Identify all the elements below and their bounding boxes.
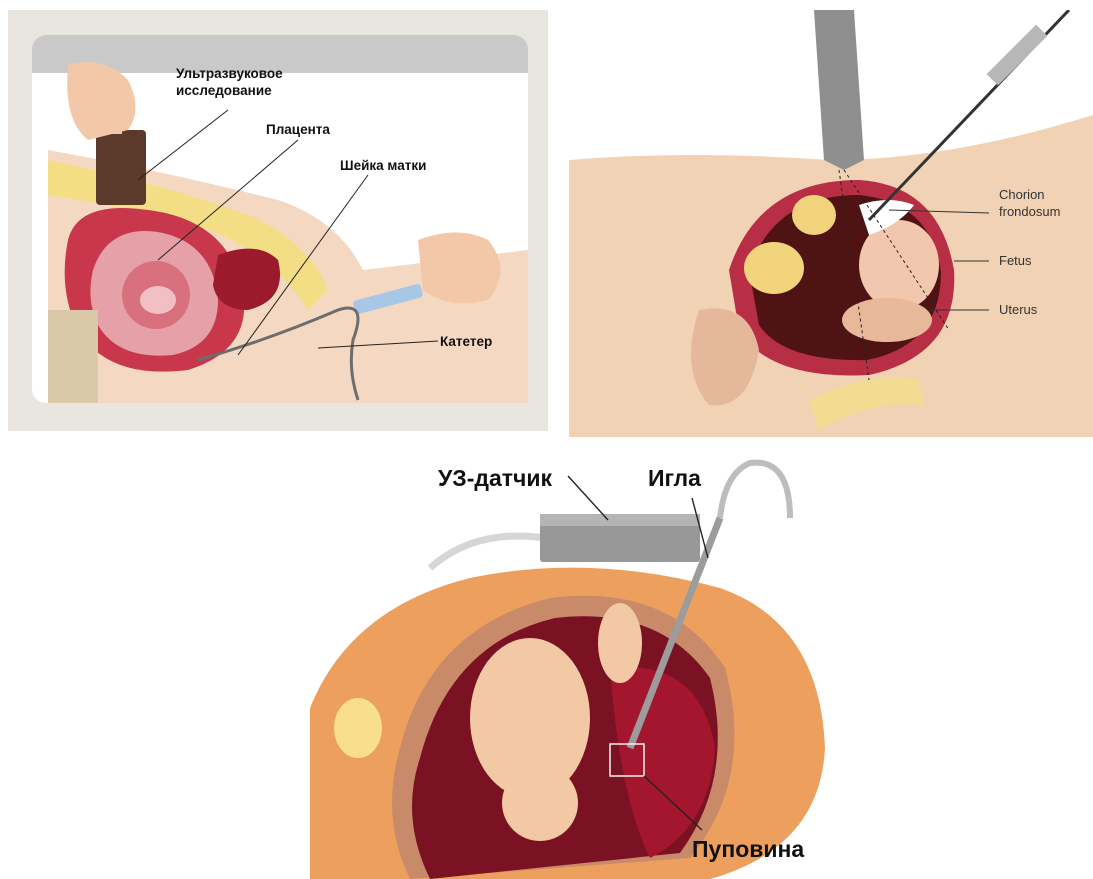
label-chorion-line1: Chorion	[999, 187, 1045, 202]
placenta-yellow	[792, 195, 836, 235]
needle-tube	[720, 463, 790, 518]
transabdominal-diagram-panel: Chorion frondosum Fetus Uterus	[569, 10, 1093, 437]
label-cervix: Шейка матки	[340, 158, 426, 174]
embryo	[140, 286, 176, 314]
label-probe: УЗ-датчик	[438, 465, 552, 491]
fetus-head	[502, 765, 578, 841]
cordocentesis-diagram-panel: УЗ-датчик Игла Пуповина	[290, 448, 850, 879]
label-chorion-line2: frondosum	[999, 204, 1060, 219]
fetus-leg	[598, 603, 642, 683]
label-catheter: Катетер	[440, 334, 492, 350]
label-placenta: Плацента	[266, 122, 330, 138]
probe-cable	[430, 536, 545, 568]
cordocentesis-illustration	[290, 448, 850, 879]
label-ultrasound-line1: Ультразвуковое	[176, 66, 283, 82]
hand-right	[418, 233, 501, 304]
ultrasound-probe	[814, 10, 864, 170]
label-ultrasound-line2: исследование	[176, 83, 272, 99]
transabdominal-illustration	[569, 10, 1093, 437]
label-uterus: Uterus	[999, 302, 1037, 317]
label-fetus: Fetus	[999, 253, 1032, 268]
bladder	[334, 698, 382, 758]
pelvic-bone	[48, 310, 98, 403]
cvs-diagram-panel: Ультразвуковое исследование Плацента Шей…	[8, 10, 548, 431]
label-needle: Игла	[648, 465, 701, 491]
syringe-barrel	[987, 25, 1048, 86]
label-cord: Пуповина	[692, 836, 804, 862]
ultrasound-probe	[96, 130, 146, 205]
